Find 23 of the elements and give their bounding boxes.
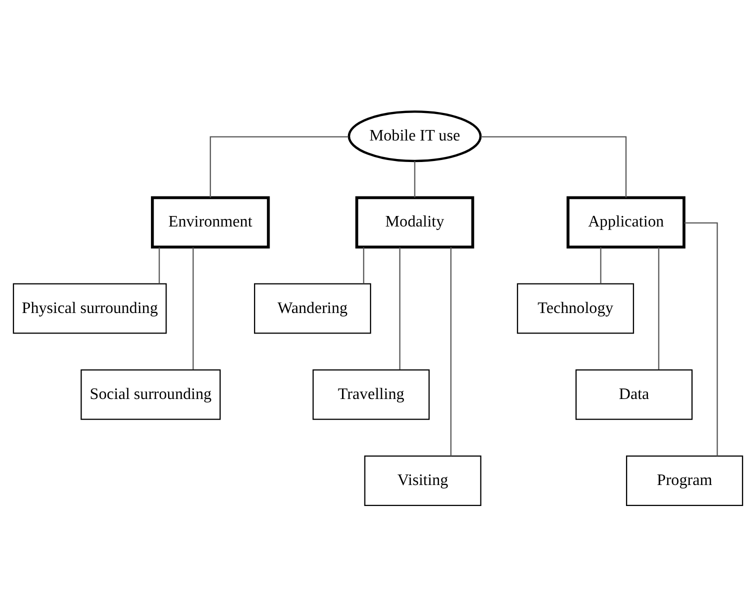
node-box: Program: [626, 454, 744, 506]
connector: [684, 222, 718, 456]
node-box: Wandering: [254, 282, 372, 334]
node-box: Modality: [355, 196, 474, 248]
connector: [600, 246, 602, 284]
connector: [158, 246, 160, 284]
connector: [658, 246, 660, 370]
connector: [399, 246, 400, 370]
node-box: Application: [566, 196, 686, 248]
node-box: Technology: [516, 282, 634, 334]
node-box: Social surrounding: [80, 368, 221, 420]
connector: [450, 246, 452, 456]
node-ellipse: Mobile IT use: [348, 110, 482, 162]
node-box: Data: [575, 368, 693, 420]
connector: [192, 246, 194, 370]
node-box: Visiting: [364, 454, 482, 506]
connector: [414, 160, 416, 198]
connector: [363, 246, 364, 284]
connector: [480, 136, 627, 198]
node-box: Environment: [150, 196, 270, 248]
node-box: Physical surrounding: [12, 282, 167, 334]
connector: [210, 136, 348, 198]
node-box: Travelling: [312, 368, 430, 420]
